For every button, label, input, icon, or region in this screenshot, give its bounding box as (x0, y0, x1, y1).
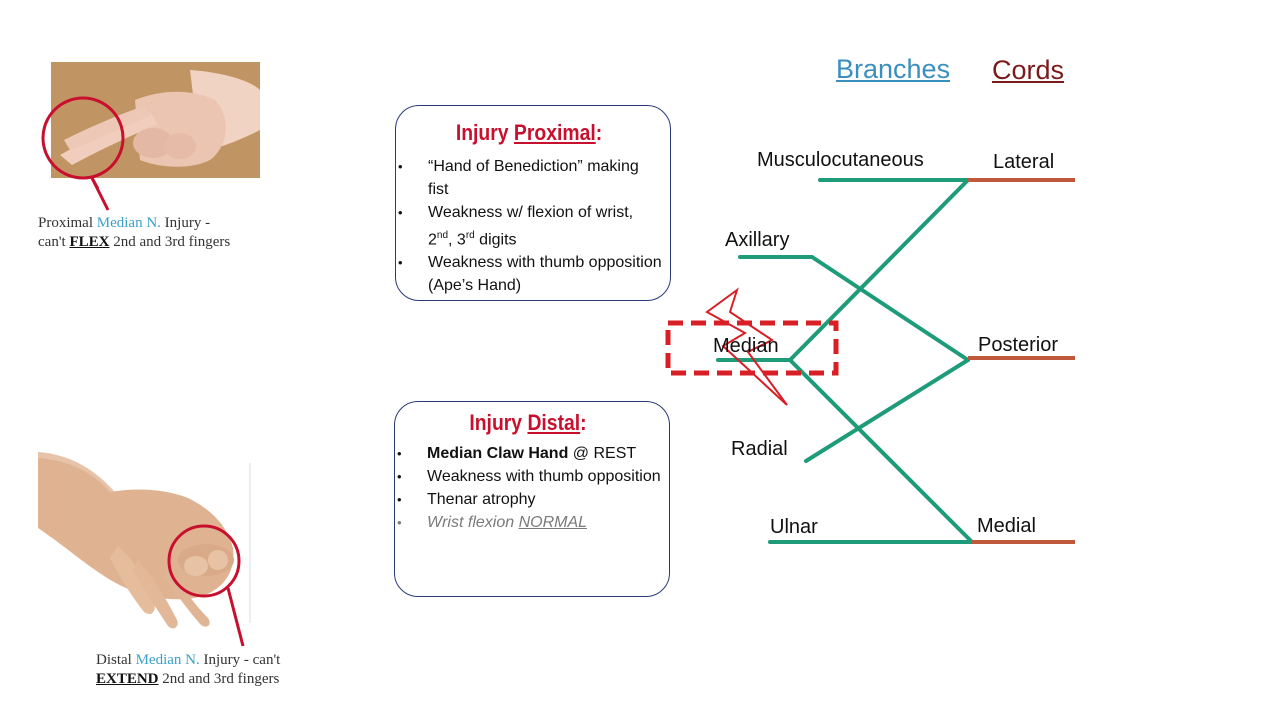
extend-label: EXTEND (96, 671, 159, 687)
flex-label: FLEX (69, 234, 110, 250)
proximal-hand-photo (41, 62, 260, 188)
proximal-symptom-3: Weakness with thumb opposition (Ape’s Ha… (396, 251, 662, 297)
branch-lines (716, 178, 974, 544)
proximal-caption: Proximal Median N. Injury - can't FLEX 2… (38, 215, 231, 250)
cord-label-lateral: Lateral (993, 151, 1055, 173)
injury-proximal-box: Injury Proximal: “Hand of Benediction” m… (395, 105, 671, 301)
branch-label-axillary: Axillary (725, 229, 790, 251)
branch-label-ulnar: Ulnar (770, 516, 818, 538)
branch-label-musculocutaneous: Musculocutaneous (757, 149, 924, 171)
medial-to-median-line (788, 358, 974, 544)
lightning-bolt-icon (705, 287, 788, 406)
distal-symptom-4: Wrist flexion NORMAL (395, 511, 661, 534)
distal-caption: Distal Median N. Injury - can't EXTEND 2… (96, 652, 281, 687)
proximal-nerve-label: Median N. (96, 215, 161, 231)
distal-symptom-2: Weakness with thumb opposition (395, 465, 661, 488)
proximal-symptom-1: “Hand of Benediction” making fist (396, 155, 662, 201)
distal-highlight-circle-icon (167, 524, 241, 598)
radial-line (804, 358, 970, 463)
injury-distal-title: Injury Distal: (469, 410, 587, 435)
axillary-line (738, 255, 970, 362)
cord-lines (968, 178, 1075, 544)
cords-header: Cords (992, 55, 1065, 85)
cord-label-posterior: Posterior (978, 334, 1059, 356)
branches-header: Branches (836, 54, 951, 84)
distal-symptom-1: Median Claw Hand @ REST (395, 442, 661, 465)
branch-label-median: Median (713, 335, 779, 357)
proximal-symptom-2: Weakness w/ flexion of wrist, 2nd, 3rd d… (396, 201, 662, 251)
injury-proximal-title: Injury Proximal: (455, 120, 603, 145)
proximal-highlight-circle-icon (41, 96, 125, 180)
branch-label-radial: Radial (731, 438, 788, 460)
proximal-pointer-line (90, 177, 110, 211)
lateral-to-median-line (788, 178, 970, 362)
distal-symptom-3: Thenar atrophy (395, 488, 661, 511)
distal-hand-photo (38, 452, 251, 647)
distal-nerve-label: Median N. (135, 652, 200, 668)
injury-distal-box: Injury Distal: Median Claw Hand @ REST W… (394, 401, 670, 597)
cord-label-medial: Medial (977, 515, 1036, 537)
